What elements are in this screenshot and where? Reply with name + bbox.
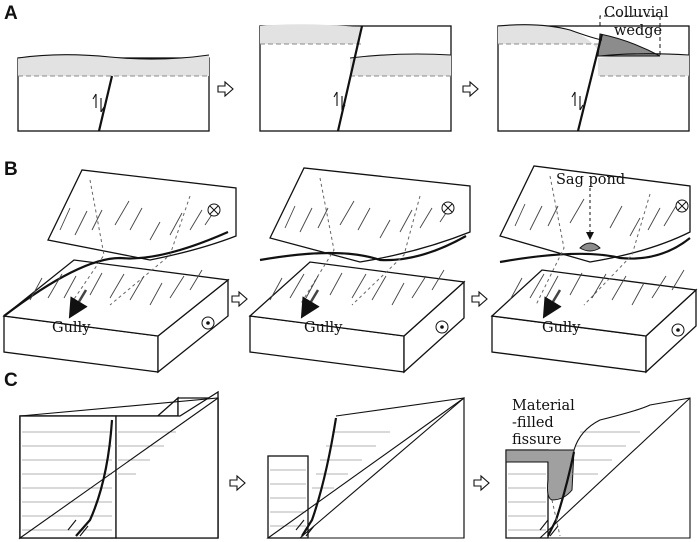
panel-a-stage-1 (17, 54, 210, 132)
gully-label-3: Gully (542, 320, 581, 336)
panel-letter-b: B (4, 159, 18, 180)
fissure-label-3: fissure (512, 432, 561, 448)
gully-label-2: Gully (304, 320, 343, 336)
arrow-b1 (231, 290, 248, 308)
panel-a-stage-2 (259, 24, 452, 132)
panel-b-stage-1 (2, 169, 237, 374)
panel-letter-a: A (4, 3, 18, 24)
colluvial-wedge (597, 33, 661, 57)
gully-arrow-3 (542, 289, 562, 319)
sag-pond (579, 242, 601, 252)
arrow-a1 (217, 80, 234, 98)
colluvial-label-2: wedge (614, 23, 662, 39)
gully-arrow-1 (68, 289, 88, 319)
arrow-a2 (462, 80, 479, 98)
arrow-c1 (229, 474, 246, 492)
panel-c-stage-2 (266, 396, 465, 539)
panel-b-stage-2 (248, 167, 471, 374)
arrow-b2 (471, 290, 488, 308)
fissure-label-1: Material (512, 398, 575, 414)
panel-a-stage-3 (497, 15, 690, 132)
gully-label-1: Gully (52, 320, 91, 336)
panel-c-stage-1 (18, 390, 219, 540)
panel-b-stage-3 (490, 165, 698, 374)
sag-pond-label: Sag pond (556, 172, 625, 188)
arrow-c2 (473, 474, 490, 492)
panel-letter-c: C (4, 370, 18, 391)
fissure-label-2: -filled (512, 415, 554, 431)
colluvial-label-1: Colluvial (604, 5, 669, 21)
material-fill (505, 449, 575, 501)
gully-arrow-2 (300, 289, 320, 319)
panel-c-stage-3 (505, 397, 691, 539)
